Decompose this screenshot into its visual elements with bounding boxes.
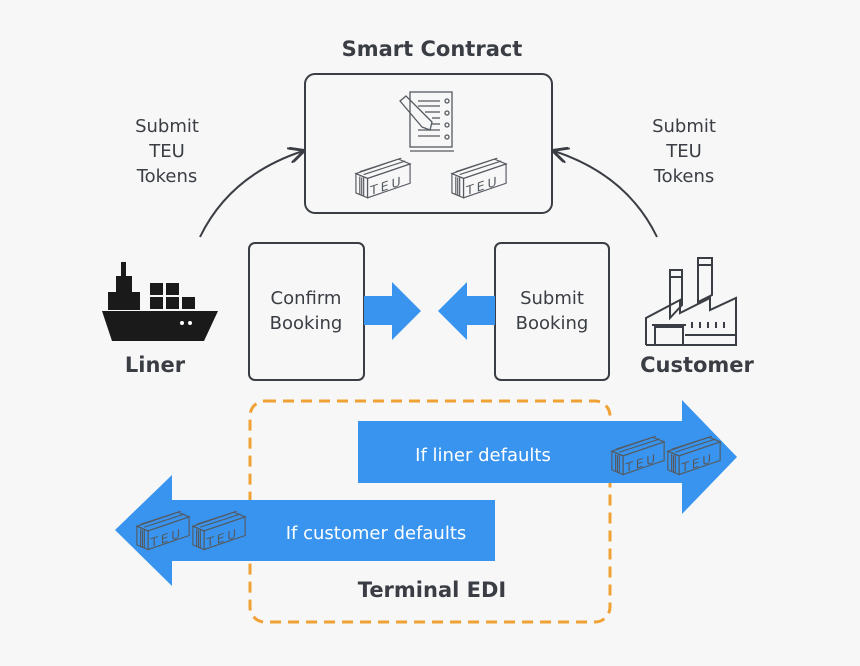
- factory-icon: [645, 257, 737, 346]
- svg-text:Submit: Submit: [652, 116, 716, 137]
- customer-label: Customer: [640, 353, 754, 377]
- teu-container-icon: [355, 157, 411, 199]
- svg-text:Tokens: Tokens: [653, 166, 715, 187]
- confirm-booking-line1: Confirm: [271, 288, 342, 309]
- submit-arrow: [438, 282, 495, 340]
- terminal-edi-label: Terminal EDI: [358, 578, 506, 602]
- left-note: Submit TEU Tokens: [135, 116, 199, 187]
- confirm-booking-box: [248, 242, 365, 381]
- confirm-arrow: [364, 282, 421, 340]
- svg-text:TEU: TEU: [148, 141, 185, 162]
- submit-booking-line2: Booking: [516, 313, 589, 334]
- left-curved-arrow: [199, 151, 303, 238]
- right-curved-arrow: [554, 151, 658, 238]
- smart-contract-title: Smart Contract: [342, 37, 523, 61]
- liner-label: Liner: [125, 353, 186, 377]
- right-note: Submit TEU Tokens: [652, 116, 716, 187]
- smart-contract-box: [304, 73, 553, 214]
- customer-default-arrow: [115, 475, 495, 586]
- teu-container-icon: [451, 157, 507, 199]
- liner-default-label: If liner defaults: [415, 445, 551, 466]
- svg-text:Submit: Submit: [135, 116, 199, 137]
- confirm-booking-line2: Booking: [270, 313, 343, 334]
- document-pen-icon: [399, 91, 454, 152]
- svg-text:Tokens: Tokens: [136, 166, 198, 187]
- liner-default-arrow: [358, 400, 737, 514]
- customer-default-label: If customer defaults: [286, 523, 467, 544]
- ship-icon: [102, 262, 218, 341]
- submit-booking-box: [494, 242, 610, 381]
- submit-booking-line1: Submit: [520, 288, 584, 309]
- svg-text:TEU: TEU: [665, 141, 702, 162]
